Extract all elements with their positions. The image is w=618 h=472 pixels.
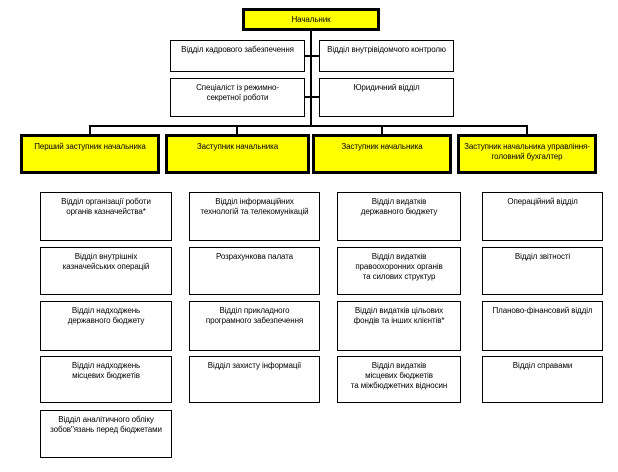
node-deputy-chief-accountant-label: Заступник начальника управління- головни… [464,142,590,161]
node-chief: Начальник [242,8,380,31]
node-legal-department: Юридичний відділ [319,78,454,117]
node-secret-regime-specialist: Спеціаліст із режимно- секретної роботи [170,78,305,117]
node-internal-treasury-operations-department: Відділ внутрішніх казначейських операцій [40,247,172,295]
node-target-funds-expenditures-department: Відділ видатків цільових фондів та інших… [337,301,461,351]
node-reporting-department: Відділ звітності [482,247,603,295]
node-applied-software-department: Відділ прикладного програмного забезпече… [189,301,320,351]
node-deputy-chief-accountant: Заступник начальника управління- головни… [457,134,597,174]
node-chief-label: Начальник [291,14,331,24]
node-hr-department-label: Відділ кадрового забезпечення [181,45,294,54]
node-analytical-accounting-department: Відділ аналітичного обліку зобов"язань п… [40,410,172,458]
department-label: Відділ справами [512,361,573,370]
node-settlement-chamber: Розрахункова палата [189,247,320,295]
node-information-security-department: Відділ захисту інформації [189,356,320,403]
department-label: Операційний відділ [507,197,578,206]
node-hr-department: Відділ кадрового забезпечення [170,40,305,72]
node-local-budgets-expenditures-department: Відділ видатків місцевих бюджетів та між… [337,356,461,403]
connector-stub-deputy-1 [89,125,91,134]
department-label: Планово-фінансовий відділ [492,306,593,315]
department-label: Відділ видатків цільових фондів та інших… [353,306,445,325]
department-label: Відділ надходжень місцевих бюджетів [71,361,141,380]
department-label: Відділ надходжень державного бюджету [67,306,145,325]
node-state-budget-expenditures-department: Відділ видатків державного бюджету [337,192,461,241]
department-label: Відділ внутрішніх казначейських операцій [62,252,150,271]
department-label: Відділ видатків правоохоронних органів т… [355,252,443,281]
connector-stub-deputy-4 [526,125,528,134]
department-label: Відділ організації роботи органів казнач… [61,197,151,216]
department-label: Відділ захисту інформації [207,361,302,370]
node-deputy-chief-2-label: Заступник начальника [341,142,423,151]
node-internal-control-department-label: Відділ внутрівідомчого контролю [327,45,446,54]
node-secret-regime-specialist-label: Спеціаліст із режимно- секретної роботи [196,83,279,102]
department-label: Розрахункова палата [215,252,294,261]
node-operations-department: Операційний відділ [482,192,603,241]
node-legal-department-label: Юридичний відділ [353,83,420,92]
department-label: Відділ видатків державного бюджету [360,197,438,216]
department-label: Відділ видатків місцевих бюджетів та між… [350,361,448,390]
department-label: Відділ аналітичного обліку зобов"язань п… [50,415,162,434]
node-records-department: Відділ справами [482,356,603,403]
node-deputy-chief-1: Заступник начальника [165,134,310,174]
connector-chief-trunk [310,31,312,126]
node-it-telecom-department: Відділ інформаційних технологій та телек… [189,192,320,241]
connector-stub-deputy-3 [381,125,383,134]
node-treasury-bodies-organization-department: Відділ організації роботи органів казнач… [40,192,172,241]
department-label: Відділ інформаційних технологій та телек… [200,197,309,216]
node-internal-control-department: Відділ внутрівідомчого контролю [319,40,454,72]
node-first-deputy-chief: Перший заступник начальника [20,134,160,174]
connector-staff-row2 [305,96,319,98]
department-label: Відділ прикладного програмного забезпече… [205,306,304,325]
node-first-deputy-chief-label: Перший заступник начальника [34,142,146,151]
node-law-enforcement-expenditures-department: Відділ видатків правоохоронних органів т… [337,247,461,295]
node-planning-finance-department: Планово-фінансовий відділ [482,301,603,351]
node-state-budget-revenues-department: Відділ надходжень державного бюджету [40,301,172,351]
connector-staff-row1 [305,55,319,57]
node-deputy-chief-2: Заступник начальника [312,134,452,174]
node-local-budget-revenues-department: Відділ надходжень місцевих бюджетів [40,356,172,403]
department-label: Відділ звітності [514,252,571,261]
connector-stub-deputy-2 [236,125,238,134]
node-deputy-chief-1-label: Заступник начальника [196,142,279,151]
connector-deputies-span [89,125,527,127]
